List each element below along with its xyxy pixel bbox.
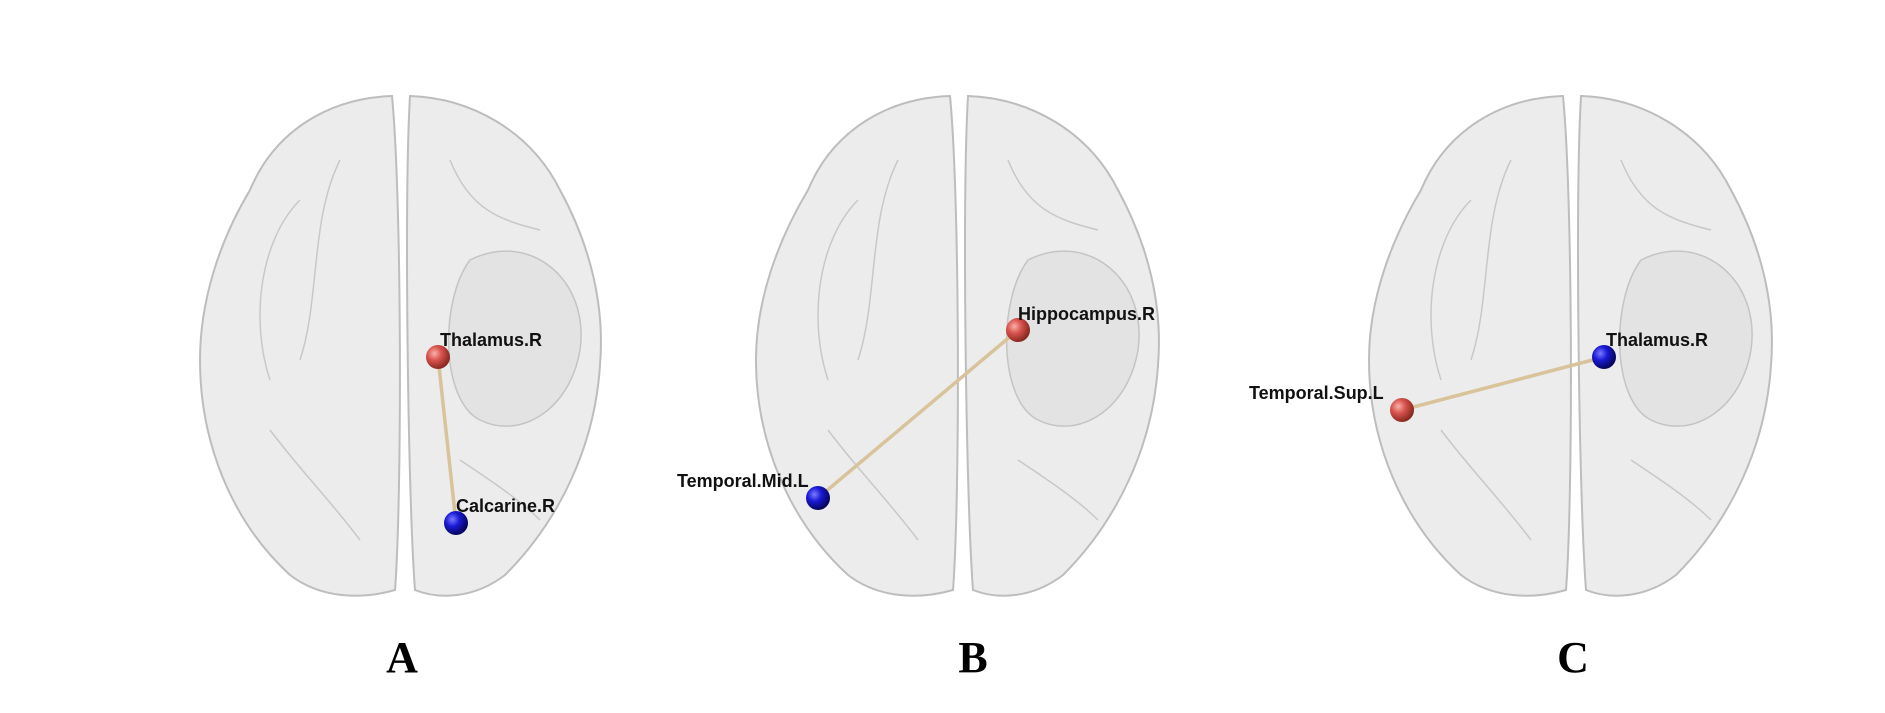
edge-line (816, 328, 1020, 500)
panel-label: C (1557, 633, 1589, 682)
brain-outline (1367, 94, 1773, 597)
panel-a: Thalamus.R Calcarine.R A (0, 0, 628, 713)
node-sphere (806, 486, 830, 510)
node-label: Calcarine.R (456, 496, 555, 516)
panel-label: B (958, 633, 988, 682)
panel-c: Thalamus.R Temporal.Sup.L C (1249, 0, 1884, 713)
node-label: Hippocampus.R (1018, 304, 1155, 324)
edge-line (1401, 355, 1605, 412)
node-label: Thalamus.R (1606, 330, 1708, 350)
node-sphere (444, 511, 468, 535)
node-sphere (426, 345, 450, 369)
panel-b: Hippocampus.R Temporal.Mid.L B (628, 0, 1256, 713)
brain-outline (754, 94, 1160, 597)
edge-line (436, 356, 458, 524)
node-label: Temporal.Mid.L (677, 471, 809, 491)
panel-label: A (386, 633, 418, 682)
node-sphere (1592, 345, 1616, 369)
node-sphere (1390, 398, 1414, 422)
node-label: Temporal.Sup.L (1249, 383, 1384, 403)
brain-network-c: Thalamus.R Temporal.Sup.L (1249, 94, 1773, 597)
brain-outline (198, 94, 602, 597)
brain-network-a: Thalamus.R Calcarine.R (198, 94, 602, 597)
node-label: Thalamus.R (440, 330, 542, 350)
node-sphere (1006, 318, 1030, 342)
brain-network-b: Hippocampus.R Temporal.Mid.L (677, 94, 1160, 597)
